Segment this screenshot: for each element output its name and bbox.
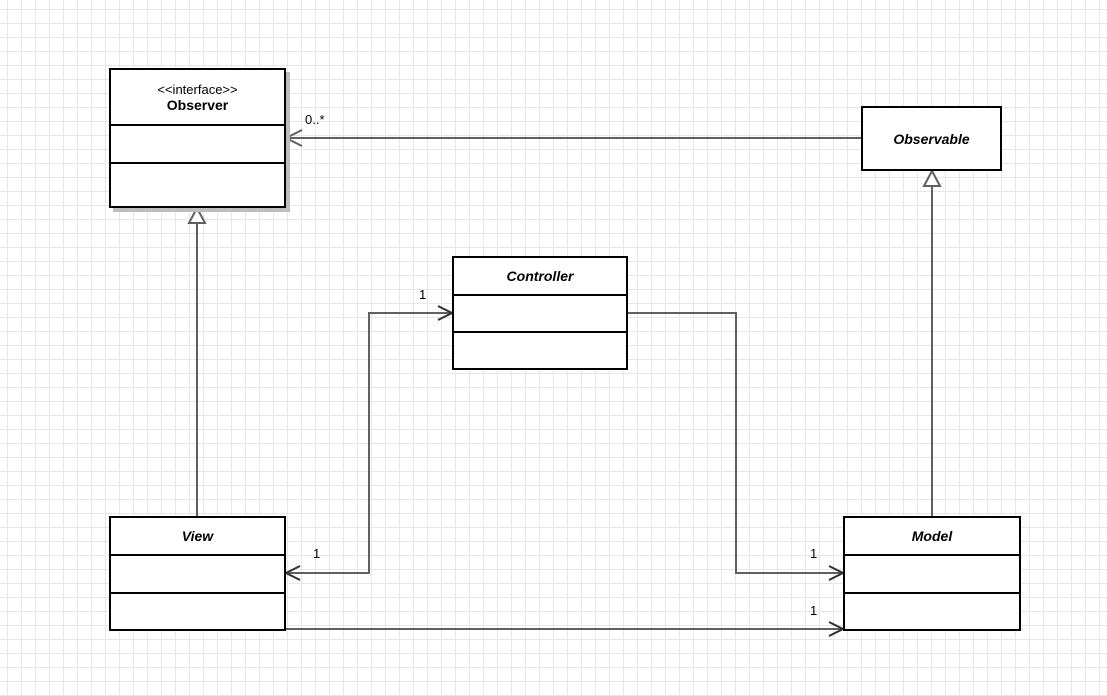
observer-name: Observer: [166, 96, 229, 113]
multiplicity-model-end-controller: 1: [810, 546, 818, 561]
model-name: Model: [911, 528, 953, 544]
class-model-operations: [845, 594, 1019, 629]
multiplicity-view-end: 1: [313, 546, 321, 561]
class-observable[interactable]: Observable: [861, 106, 1002, 171]
class-model-attributes: [845, 556, 1019, 594]
class-view-attributes: [111, 556, 284, 594]
association-controller-model: [628, 312, 846, 581]
observer-stereotype: <<interface>>: [157, 81, 238, 97]
class-observable-header: Observable: [863, 108, 1000, 169]
class-observer[interactable]: <<interface>> Observer: [109, 68, 286, 208]
class-model-header: Model: [845, 518, 1019, 556]
realization-view-observer: [187, 205, 207, 517]
generalization-model-observable: [922, 168, 942, 517]
class-view-header: View: [111, 518, 284, 556]
class-view[interactable]: View: [109, 516, 286, 631]
class-controller[interactable]: Controller: [452, 256, 628, 370]
class-model[interactable]: Model: [843, 516, 1021, 631]
association-view-controller: [283, 305, 455, 581]
class-observer-attributes: [111, 126, 284, 164]
class-controller-attributes: [454, 296, 626, 333]
association-observable-observer: [283, 129, 861, 147]
class-controller-operations: [454, 333, 626, 368]
observable-name: Observable: [893, 130, 970, 147]
association-view-model: [286, 621, 846, 637]
multiplicity-controller-end: 1: [419, 287, 427, 302]
class-observer-header: <<interface>> Observer: [111, 70, 284, 126]
class-observer-operations: [111, 164, 284, 206]
multiplicity-model-end-view: 1: [810, 603, 818, 618]
multiplicity-observer-end: 0..*: [305, 112, 325, 127]
view-name: View: [181, 528, 214, 544]
class-controller-header: Controller: [454, 258, 626, 296]
controller-name: Controller: [506, 268, 574, 284]
class-view-operations: [111, 594, 284, 629]
